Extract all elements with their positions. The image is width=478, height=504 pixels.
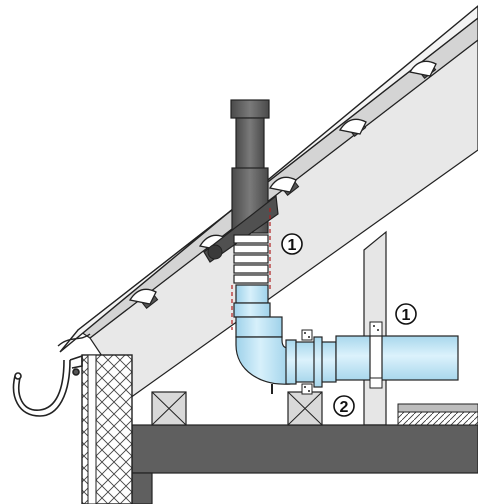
roof-collar [203,194,279,263]
callout-1-vertical-label: 1 [288,237,297,254]
pipe-elbow [235,336,291,394]
callout-2: 2 [333,395,355,417]
roof-tiles [57,5,478,353]
vertical-pipe [233,284,283,338]
corrugated-section [233,234,269,284]
timber-block-left [151,391,187,426]
callout-1-horizontal: 1 [395,303,417,325]
gutter [12,354,83,417]
dashed-guides [231,208,271,330]
pipe-bracket-right [369,321,383,389]
callout-1-horizontal-label: 1 [402,307,411,324]
floor-slab [131,424,478,504]
floor-insulation [397,403,478,426]
timber-block-right [287,391,323,426]
pipe-bracket-left [301,329,313,395]
masonry-wall [81,354,133,504]
callout-2-label: 2 [340,399,349,416]
horizontal-pipe [285,335,459,388]
callout-1-vertical: 1 [281,233,303,255]
